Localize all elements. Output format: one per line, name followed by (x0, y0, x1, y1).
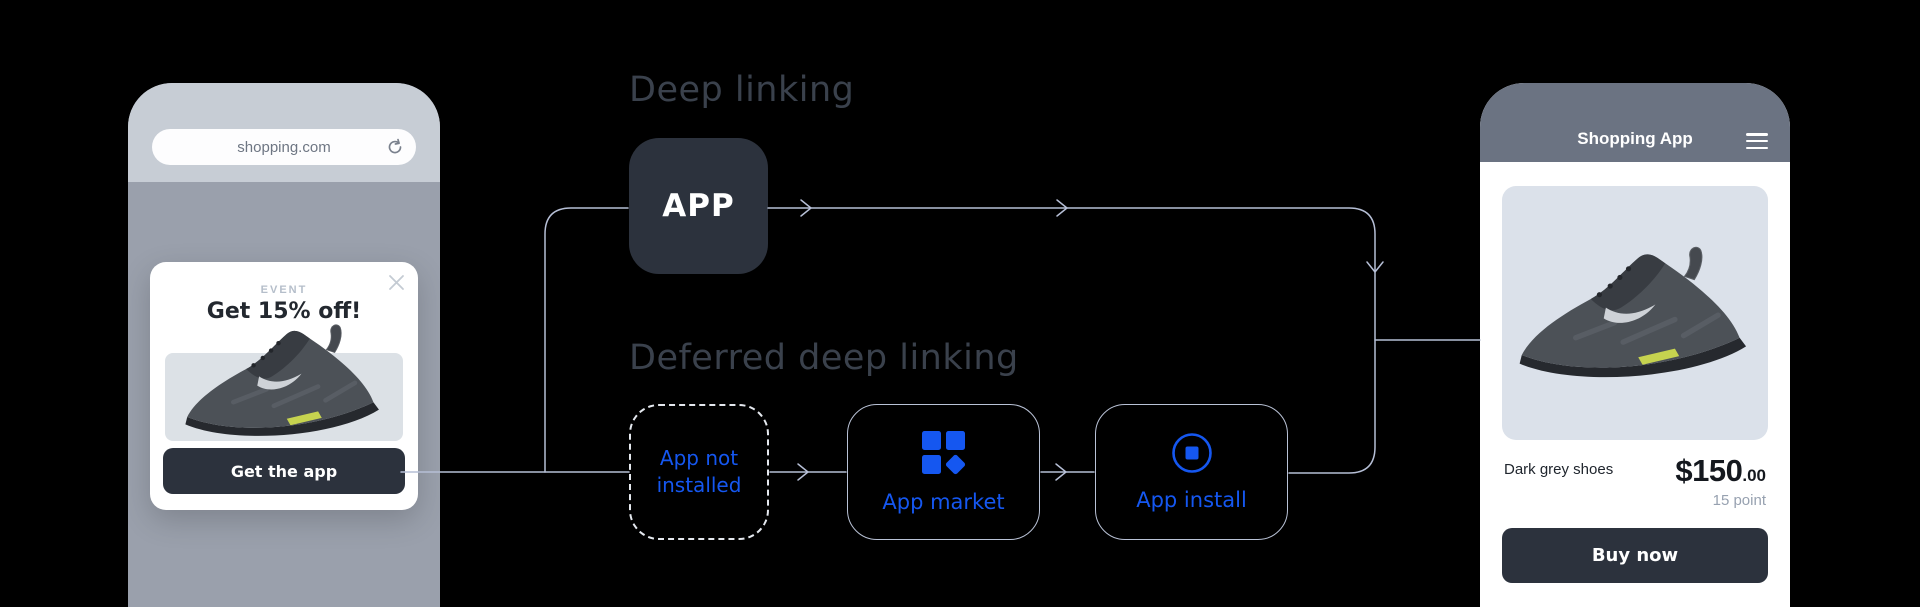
shoe-image (1511, 242, 1759, 384)
get-the-app-button[interactable]: Get the app (163, 448, 405, 494)
product-info-row: Dark grey shoes $150 .00 15 point (1504, 453, 1766, 509)
shopping-app-phone-mockup: Shopping App Dark grey shoes $150 .00 15… (1480, 83, 1790, 607)
browser-phone-mockup: shopping.com EVENT Get 15% off! Get the … (128, 83, 440, 607)
connector-branch-to-app (544, 207, 629, 473)
app-node: APP (629, 138, 768, 274)
product-image (1502, 186, 1768, 440)
hamburger-menu-icon[interactable] (1746, 133, 1768, 149)
app-market-node: App market (847, 404, 1040, 540)
app-install-label: App install (1136, 488, 1247, 512)
popup-title: Get 15% off! (206, 299, 362, 324)
popup-shoe-image (165, 353, 403, 441)
price-cents: .00 (1742, 466, 1766, 485)
app-title: Shopping App (1577, 129, 1693, 148)
shoe-image (178, 321, 390, 441)
url-text: shopping.com (237, 138, 331, 156)
install-circle-icon (1171, 433, 1212, 473)
app-not-installed-node: App not installed (629, 404, 769, 540)
chevron-arrow-icon (797, 463, 810, 481)
refresh-icon[interactable] (385, 137, 405, 157)
chevron-arrow-icon (800, 199, 813, 217)
url-bar[interactable]: shopping.com (152, 129, 416, 165)
close-icon[interactable] (388, 274, 405, 291)
app-header: Shopping App (1480, 83, 1790, 162)
deep-linking-title: Deep linking (629, 70, 855, 110)
get-app-popup: EVENT Get 15% off! Get the app (150, 262, 418, 510)
buy-now-button[interactable]: Buy now (1502, 528, 1768, 583)
app-grid-icon (921, 431, 965, 475)
chevron-arrow-icon (1366, 261, 1384, 274)
price-dollars: $150 (1675, 453, 1743, 488)
event-badge: EVENT (260, 284, 308, 296)
product-name: Dark grey shoes (1504, 461, 1614, 478)
app-install-node: App install (1095, 404, 1288, 540)
chevron-arrow-icon (1055, 463, 1068, 481)
app-market-label: App market (882, 490, 1005, 514)
points-label: 15 point (1712, 492, 1766, 509)
chevron-arrow-icon (1056, 199, 1069, 217)
deferred-deep-linking-title: Deferred deep linking (629, 338, 1019, 378)
price-block: $150 .00 15 point (1675, 453, 1766, 509)
